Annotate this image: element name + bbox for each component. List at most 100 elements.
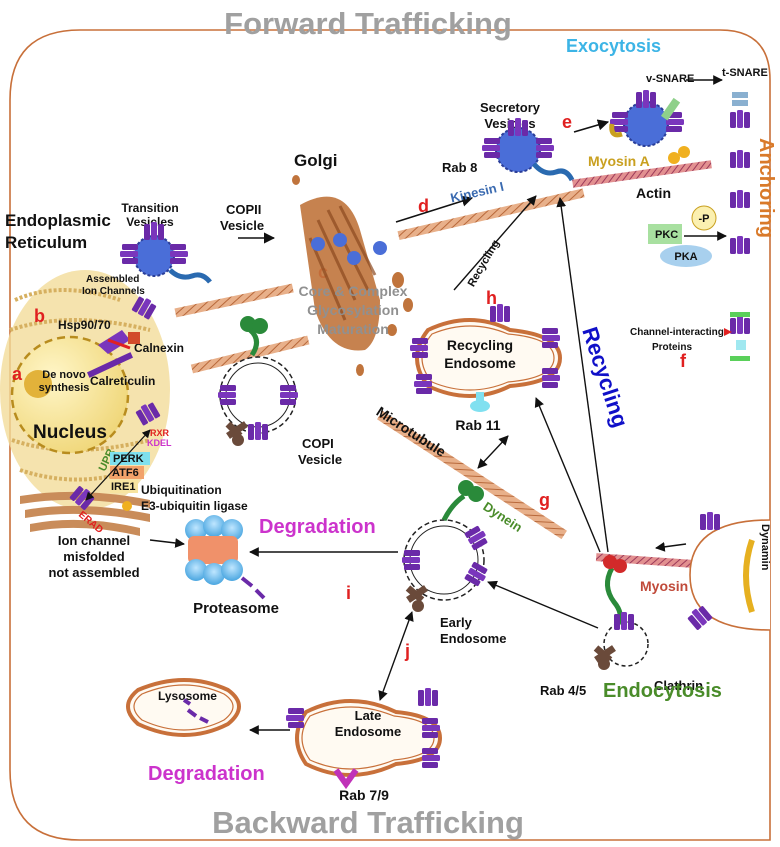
clathrin-label: Clathrin [654,678,703,693]
t-snare-label: t-SNARE [722,67,768,79]
step-g: g [539,490,550,510]
nucleus-label: Nucleus [33,422,107,443]
forward-trafficking-title: Forward Trafficking [224,6,512,41]
er-title-line2: Reticulum [5,233,87,252]
calreticulin-label: Calreticulin [90,374,155,388]
proteasome-label: Proteasome [193,600,279,617]
step-e: e [562,112,572,132]
hsp-chaperone [98,330,131,354]
copii-label-2: Vesicle [220,218,264,233]
ire1-label: IRE1 [111,481,135,493]
lysosome [126,678,241,737]
rab8-label: Rab 8 [442,160,477,175]
secretory-vesicle [482,118,575,182]
step-j: j [404,641,410,661]
ubiquitin-dot [122,501,132,511]
pka-label: PKA [674,251,697,263]
recycling-endosome-label-2: Endosome [444,355,516,371]
e3-ligase-label: E3-ubiquitin ligase [141,499,248,513]
early-endosome-label-2: Endosome [440,631,506,646]
backward-trafficking-title: Backward Trafficking [212,805,524,840]
v-snare-label: v-SNARE [646,73,694,85]
late-endosome-label-1: Late [355,708,382,723]
proteasome [185,515,266,600]
channel-interacting-label-2: Proteins [652,342,692,353]
step-f: f [680,351,687,371]
de-novo-label-1: De novo [42,369,86,381]
hsp-label: Hsp90/70 [58,318,111,332]
atf6-label: ATF6 [112,467,139,479]
transition-label-1: Transition [121,201,178,215]
copii-label-1: COPII [226,202,261,217]
golgi-vesicles [311,233,387,265]
erad-to-proteasome-arrow [149,538,185,548]
early-endosome [402,480,490,612]
microtubule-label: Microtubule [374,403,449,460]
kdel-label: KDEL [147,438,172,448]
copi-label-2: Vesicle [298,452,342,467]
microtubule-er-upper [174,283,294,318]
misfolded-label-1: Ion channel [58,533,130,548]
secretory-to-exocytosis-arrow [573,119,610,133]
anchoring-label: Anchoring [755,138,777,238]
dynamin-invagination [685,512,771,631]
recycling-small-label: Recycling [466,238,502,289]
cell-membrane [9,29,771,841]
late-endosome [286,688,443,790]
secretory-label-1: Secretory [480,100,541,115]
recycling-endosome [410,304,563,412]
transition-vesicle [120,222,212,284]
dynamin-to-myosin-arrow [655,541,687,552]
membrane-channels [730,92,750,334]
misfolded-label-3: not assembled [48,565,139,580]
golgi-label: Golgi [294,151,337,170]
endocytic-to-early-arrow [487,580,599,629]
ubiquitination-label: Ubiquitination [141,483,222,497]
exocytosis-label: Exocytosis [566,36,661,56]
recycling-endo-to-kinesin-arrow [453,195,537,291]
phospho-circle [691,205,717,231]
exocytosis-vesicle [609,90,690,164]
golgi-function-1: Core & Complex [299,283,408,299]
actin-label: Actin [636,185,671,201]
recycling-main-arrow [556,197,609,553]
copi-vesicle [218,316,298,446]
assembled-label-1: Assembled [86,274,139,285]
er-title-line1: Endoplasmic [5,211,111,230]
rxr-label: RXR [150,428,170,438]
step-b: b [34,306,45,326]
pkc-label: PKC [655,229,678,241]
lysosome-label: Lysosome [158,689,217,703]
microtubule-er-lower [190,335,310,374]
golgi-function-2: Glycosylation [307,302,399,318]
recycling-label: Recycling [577,324,633,431]
rab79-label: Rab 7/9 [339,787,389,803]
late-endosome-label-2: Endosome [335,724,401,739]
rab45-label: Rab 4/5 [540,683,586,698]
calnexin-marker [128,332,140,344]
actin-filament-top [572,160,712,188]
pka-ellipse [660,245,712,267]
step-a: a [12,364,23,384]
phospho-label: -P [699,213,710,225]
myosin-to-recycling-arrow [534,397,601,553]
kinesin-label: Kinesin I [449,179,505,206]
de-novo-label-2: synthesis [39,382,90,394]
golgi-function-3: Maturation [317,321,389,337]
golgi-to-secretory-arrow [395,195,474,223]
endocytic-vesicle [593,555,649,670]
microtubule-to-actin [397,188,585,241]
dynamin-label: Dynamin [759,524,771,571]
degradation-label-lower: Degradation [148,763,265,785]
microtubule-diagonal [377,410,567,540]
recycling-endosome-label-1: Recycling [447,337,513,353]
channel-interacting-label-1: Channel-interacting [630,327,724,338]
pkc-box [648,224,682,244]
misfolded-label-2: misfolded [63,549,124,564]
golgi-apparatus [292,175,413,376]
endocytosis-title: Endocytosis [603,680,722,702]
myosin-a-label: Myosin A [588,153,650,169]
myosin-b-label: Myosin B [640,578,702,594]
calreticulin-bar [86,352,134,378]
